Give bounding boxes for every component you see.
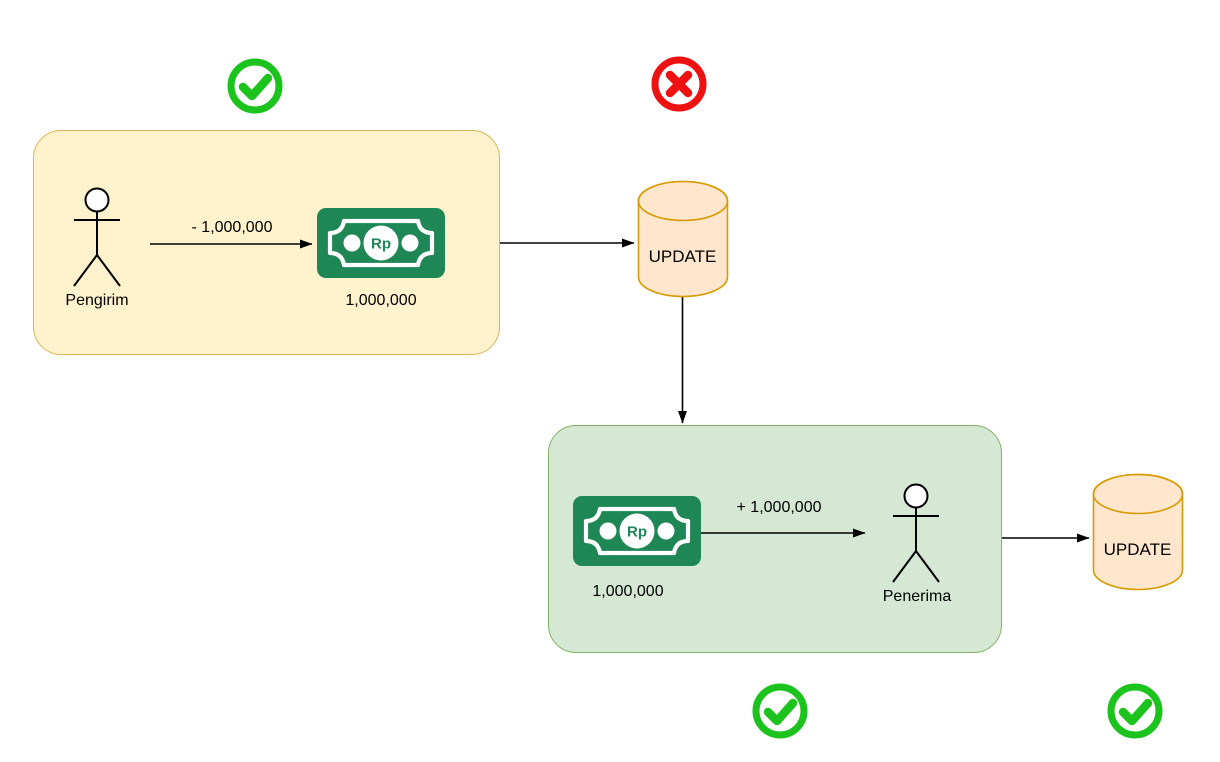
sender-actor-icon [73,187,121,287]
database-cylinder-1 [637,180,729,298]
credit-amount-label: + 1,000,000 [736,499,822,516]
receiver-money-icon: Rp [573,496,701,566]
sender-money-amount-label: 1,000,000 [345,292,417,309]
check-circle-icon [227,58,283,114]
cross-circle-icon [651,56,707,112]
database-cylinder-2 [1092,473,1184,591]
rupiah-symbol: Rp [627,524,647,541]
receiver-actor-label: Penerima [882,588,952,605]
database-update-label-1: UPDATE [648,247,717,266]
rupiah-symbol: Rp [371,236,391,253]
sender-actor-label: Pengirim [65,292,129,309]
debit-amount-label: - 1,000,000 [191,219,273,236]
sender-money-icon: Rp [317,208,445,278]
receiver-money-amount-label: 1,000,000 [592,583,664,600]
database-update-label-2: UPDATE [1103,540,1172,559]
check-circle-icon [752,683,808,739]
receiver-actor-icon [892,483,940,583]
check-circle-icon [1107,683,1163,739]
